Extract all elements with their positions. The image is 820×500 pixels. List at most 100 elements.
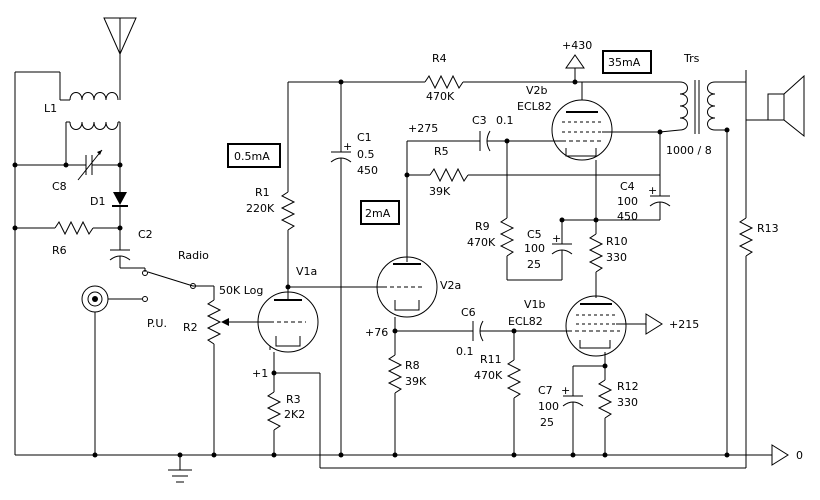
r8-label: R8 bbox=[405, 359, 420, 372]
c4-label: C4 bbox=[620, 180, 635, 193]
r5-resistor bbox=[407, 167, 660, 183]
r6-label: R6 bbox=[52, 244, 67, 257]
r8-resistor bbox=[387, 354, 403, 455]
l1-coil bbox=[15, 71, 121, 165]
pickup-input-socket bbox=[81, 285, 142, 455]
plus275-label: +275 bbox=[408, 122, 438, 135]
c1-capacitor bbox=[330, 82, 352, 455]
r2-volume-pot[interactable] bbox=[206, 286, 256, 455]
i1-current-box bbox=[227, 143, 281, 168]
r4-label: R4 bbox=[432, 52, 447, 65]
r5-value: 39K bbox=[429, 185, 451, 198]
r11-resistor bbox=[506, 331, 522, 455]
c4-voltage: 450 bbox=[617, 210, 638, 223]
i2-current-box bbox=[360, 200, 400, 225]
ecl82-a-label: ECL82 bbox=[517, 100, 552, 113]
c4-capacitor bbox=[596, 132, 671, 221]
d1-label: D1 bbox=[90, 195, 105, 208]
r4-value: 470K bbox=[426, 90, 455, 103]
i1-label: 0.5mA bbox=[234, 150, 270, 163]
trs-ratio: 1000 / 8 bbox=[666, 144, 712, 157]
c2-capacitor bbox=[109, 228, 145, 269]
c1-value: 0.5 bbox=[357, 148, 375, 161]
v2b-valve bbox=[551, 82, 660, 161]
r1-label: R1 bbox=[255, 186, 270, 199]
r13-label: R13 bbox=[757, 222, 779, 235]
c6-capacitor bbox=[472, 320, 568, 342]
d1-diode bbox=[112, 165, 128, 228]
r3-label: R3 bbox=[286, 393, 301, 406]
plus76-label: +76 bbox=[365, 326, 388, 339]
r4-resistor bbox=[424, 74, 670, 90]
c4-value: 100 bbox=[617, 195, 638, 208]
r11-value: 470K bbox=[474, 369, 503, 382]
c5-value: 100 bbox=[524, 242, 545, 255]
v1a-label: V1a bbox=[296, 265, 317, 278]
r3-value: 2K2 bbox=[284, 408, 305, 421]
r9-value: 470K bbox=[467, 236, 496, 249]
i3-label: 35mA bbox=[608, 56, 641, 69]
c7-plus: + bbox=[561, 384, 570, 397]
v2a-valve bbox=[376, 256, 438, 318]
c4-plus: + bbox=[648, 184, 657, 197]
v2b-label: V2b bbox=[526, 84, 548, 97]
r5-label: R5 bbox=[434, 145, 449, 158]
i2-label: 2mA bbox=[365, 207, 391, 220]
c5-capacitor bbox=[551, 220, 573, 280]
r12-value: 330 bbox=[617, 396, 638, 409]
c7-capacitor bbox=[562, 366, 584, 455]
c1-voltage: 450 bbox=[357, 164, 378, 177]
c5-plus: + bbox=[552, 232, 561, 245]
c5-label: C5 bbox=[527, 228, 542, 241]
v1a-valve bbox=[256, 287, 319, 353]
r1-value: 220K bbox=[246, 202, 275, 215]
ht-215-arrow bbox=[645, 313, 663, 335]
c2-label: C2 bbox=[138, 228, 153, 241]
c7-label: C7 bbox=[538, 384, 553, 397]
pu-label: P.U. bbox=[147, 317, 167, 330]
plus430-label: +430 bbox=[562, 39, 592, 52]
v2a-label: V2a bbox=[440, 279, 461, 292]
r3-resistor bbox=[266, 373, 282, 455]
r8-value: 39K bbox=[405, 375, 427, 388]
c7-voltage: 25 bbox=[540, 416, 554, 429]
input-selector-switch[interactable] bbox=[142, 268, 215, 302]
r1-resistor bbox=[280, 82, 296, 300]
zero-volt-arrow bbox=[771, 444, 789, 466]
c5-voltage: 25 bbox=[527, 258, 541, 271]
l1-label: L1 bbox=[44, 102, 57, 115]
c3-value: 0.1 bbox=[496, 114, 514, 127]
r10-value: 330 bbox=[606, 251, 627, 264]
i3-current-box bbox=[602, 50, 652, 74]
r6-resistor bbox=[15, 220, 120, 236]
c3-capacitor bbox=[479, 130, 556, 152]
speaker-icon bbox=[726, 70, 805, 455]
plus1-label: +1 bbox=[252, 367, 268, 380]
r11-label: R11 bbox=[480, 353, 502, 366]
output-transformer bbox=[659, 80, 746, 134]
r10-label: R10 bbox=[606, 235, 628, 248]
r9-label: R9 bbox=[475, 220, 490, 233]
v1b-label: V1b bbox=[524, 298, 546, 311]
r2-label: R2 bbox=[183, 321, 198, 334]
r10-resistor bbox=[588, 233, 604, 298]
c8-variable-capacitor bbox=[66, 149, 120, 181]
radio-label: Radio bbox=[178, 249, 209, 262]
plus215-label: +215 bbox=[669, 318, 699, 331]
r9-resistor bbox=[499, 141, 515, 280]
ecl82-b-label: ECL82 bbox=[508, 315, 543, 328]
r13-resistor bbox=[738, 217, 754, 468]
r12-label: R12 bbox=[617, 380, 639, 393]
antenna-symbol bbox=[103, 17, 137, 100]
c1-plus: + bbox=[343, 140, 352, 153]
trs-label: Trs bbox=[683, 52, 700, 65]
v1b-valve bbox=[565, 295, 646, 357]
ht-430-arrow bbox=[565, 54, 585, 82]
c8-label: C8 bbox=[52, 180, 67, 193]
r2-value: 50K Log bbox=[219, 284, 263, 297]
zero-label: 0 bbox=[796, 449, 803, 462]
c1-label: C1 bbox=[357, 131, 372, 144]
r12-resistor bbox=[597, 366, 613, 455]
c6-label: C6 bbox=[461, 306, 476, 319]
